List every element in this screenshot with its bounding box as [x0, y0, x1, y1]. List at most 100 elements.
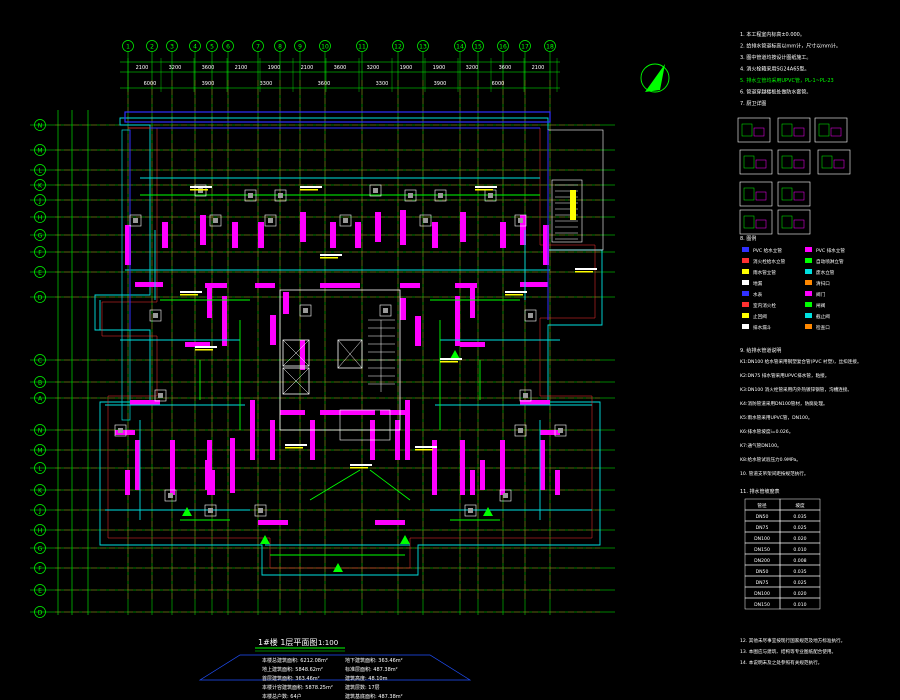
annotation-mark [415, 449, 433, 451]
pipe-riser-box [404, 189, 417, 202]
pipe-riser-box [514, 214, 527, 227]
pipe-riser-core [268, 218, 273, 223]
core-room [339, 409, 391, 441]
annotation-mark [285, 447, 303, 449]
legend-swatch [805, 291, 812, 296]
detail-box [777, 117, 811, 143]
grid-row-bubble-circle [34, 462, 46, 474]
detail-fixture [753, 127, 765, 137]
table-text: DN150 [754, 547, 770, 553]
legend-note: 6. 管道穿越楼板处做防水套管。 [740, 89, 811, 96]
legend-swatch [742, 302, 749, 307]
wall-segment [432, 440, 437, 495]
annotation-mark [505, 291, 527, 293]
grid-row-bubble-circle [34, 444, 46, 456]
table-text: 0.025 [793, 525, 806, 531]
grid-row-bubble-circle [34, 376, 46, 388]
wall-segment [250, 400, 255, 460]
annotation-mark [300, 186, 322, 188]
annotation-mark [505, 294, 523, 296]
stats-frame [198, 654, 472, 681]
pipe-riser-box [299, 304, 312, 317]
wall-segment [135, 440, 140, 490]
grid-col-bubble-label: 2 [150, 44, 154, 51]
dim-text-row2: 6000 [144, 81, 157, 87]
wall-segment [400, 210, 406, 245]
legend-symbol-label: 阀门 [816, 291, 826, 298]
legend-symbol-label: 清扫口 [816, 280, 830, 287]
dim-text-row1: 2100 [136, 65, 149, 71]
grid-row-bubble-label: G [38, 233, 43, 240]
grid-col-bubble-label: 4 [193, 44, 197, 51]
wall-segment [520, 215, 526, 245]
grid-row-bubble-circle [34, 354, 46, 366]
grid-col-bubble-label: 11 [358, 44, 366, 51]
grid-row-bubble-label: D [38, 295, 43, 302]
pipe-riser-core [518, 218, 523, 223]
grid-row-bubble-label: N [38, 428, 43, 435]
legend-symbol-label: 地漏 [753, 280, 763, 287]
grid-row-bubble-label: D [38, 610, 43, 617]
dim-text-row1: 3200 [466, 65, 479, 71]
annotation-mark [475, 186, 497, 188]
stat-right: 标准层面积: 487.38m² [345, 666, 398, 673]
wall-segment [255, 283, 275, 288]
grid-row-bubble-label: K [38, 183, 43, 190]
annotation-mark [285, 444, 307, 446]
legend-footer-note: 13. 本图应与建筑、结构等专业图纸配合使用。 [740, 648, 836, 655]
left-balcony-edge [121, 129, 131, 421]
top-canopy-line [124, 111, 551, 123]
pipe-riser-core [133, 218, 138, 223]
table-cell [779, 597, 821, 610]
wall-segment [480, 460, 485, 490]
wall-segment [330, 222, 336, 248]
wall-segment [375, 212, 381, 242]
detail-fixture [781, 215, 793, 229]
wall-segment [380, 410, 405, 415]
wall-segment [310, 420, 315, 460]
table-text: DN50 [756, 569, 769, 575]
stat-left: 本楼计容建筑面积: 5878.25m² [262, 684, 333, 691]
detail-fixture [781, 187, 793, 201]
table-text: DN100 [754, 536, 770, 542]
grid-col-bubble-circle [417, 40, 429, 52]
pipe-riser-core [278, 193, 283, 198]
grid-col-bubble-label: 10 [321, 44, 329, 51]
wall-segment [270, 315, 276, 345]
grid-row-bubble-circle [34, 524, 46, 536]
grid-row-bubble-circle [34, 119, 46, 131]
valve-icon [450, 350, 460, 359]
elevator-x [282, 367, 310, 395]
grid-row-bubble-label: A [38, 396, 43, 403]
grid-row-bubble-circle [34, 179, 46, 191]
legend-swatch [742, 280, 749, 285]
grid-col-bubble-circle [497, 40, 509, 52]
grid-col-bubble-label: 7 [256, 44, 260, 51]
legend-symbol-label: PVC 给水立管 [753, 247, 782, 254]
legend-swatch [805, 247, 812, 252]
dim-text-row2: 3900 [202, 81, 215, 87]
pipe-riser-core [558, 428, 563, 433]
grid-col-bubble-circle [544, 40, 556, 52]
grid-col-bubble-circle [356, 40, 368, 52]
pipe-riser-core [423, 218, 428, 223]
right-stair-box [551, 179, 583, 243]
detail-fixture [821, 155, 833, 169]
detail-fixture [755, 219, 767, 229]
wall-segment [280, 410, 305, 415]
grid-col-bubble-circle [189, 40, 201, 52]
stat-left: 本楼总建筑面积: 6212.08m² [262, 657, 328, 664]
grid-row-bubble-circle [34, 164, 46, 176]
legend-swatch [805, 313, 812, 318]
legend-swatch [805, 269, 812, 274]
grid-col-bubble-label: 6 [226, 44, 230, 51]
grid-row-bubble-label: N [38, 123, 43, 130]
detail-fixture [743, 215, 755, 229]
annotation-mark [320, 257, 338, 259]
detail-box [817, 149, 851, 175]
pipe-riser-box [129, 214, 142, 227]
detail-fixture [793, 127, 805, 137]
grid-col-bubble-label: 9 [298, 44, 302, 51]
